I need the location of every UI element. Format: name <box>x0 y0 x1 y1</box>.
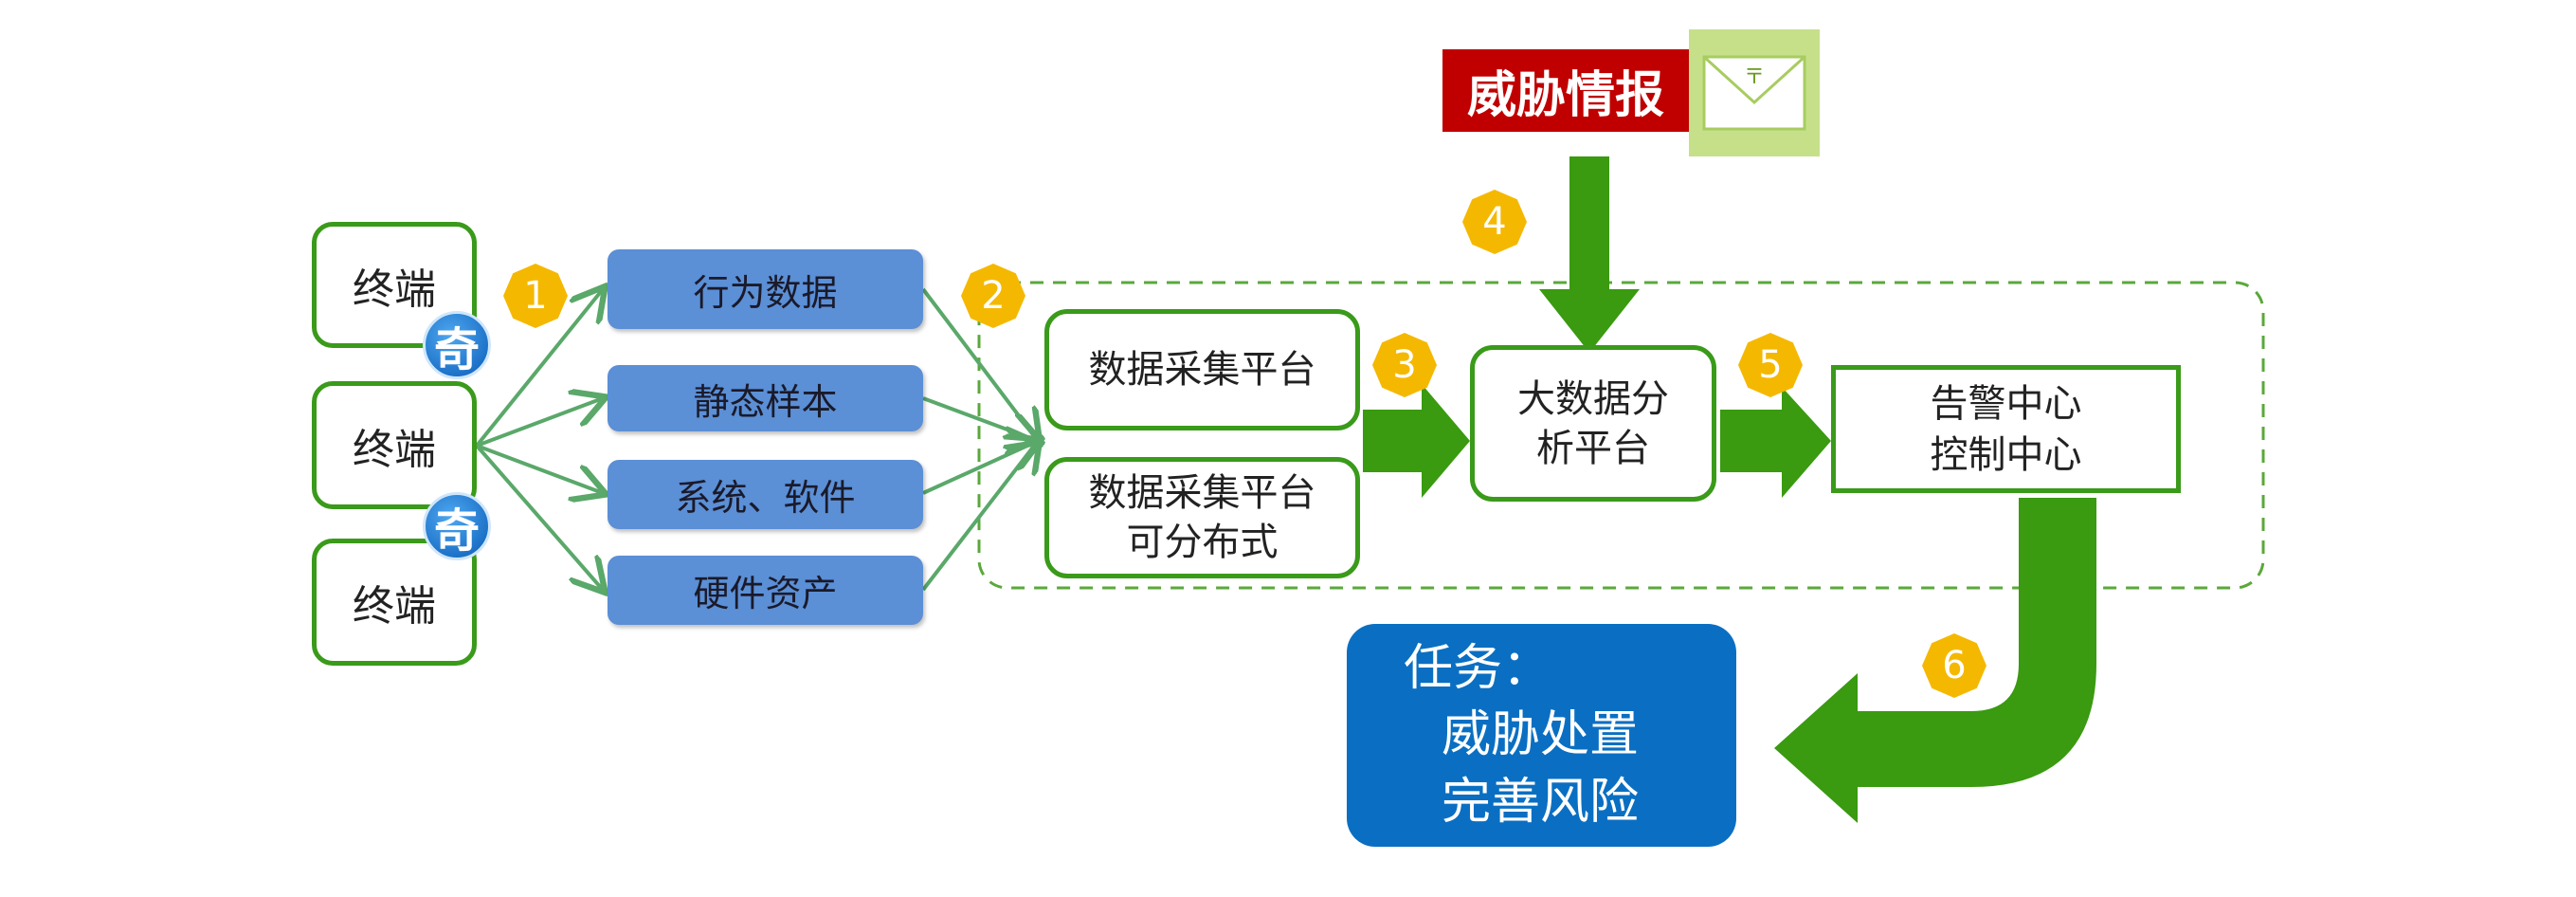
step-6-badge: 6 <box>1922 633 1986 698</box>
distributed-collection-platform: 数据采集平台可分布式 <box>1044 457 1360 578</box>
fan-out-arrows <box>475 289 1038 590</box>
arrow-4 <box>1539 156 1640 353</box>
step-3-badge: 3 <box>1372 333 1437 397</box>
label-line1: 告警中心 <box>1930 381 2082 426</box>
alert-control-center: 告警中心控制中心 <box>1831 365 2181 493</box>
data-type-behavior: 行为数据 <box>608 249 923 329</box>
task-box: 任务： 威胁处置 完善风险 <box>1347 624 1736 847</box>
arrow-3 <box>1363 384 1470 498</box>
task-line2: 完善风险 <box>1442 773 1640 831</box>
arrow-6 <box>1774 498 2096 823</box>
collection-platform-label: 数据采集平台 <box>1088 348 1316 392</box>
terminal-box: 终端 <box>312 539 477 666</box>
data-type-software: 系统、软件 <box>608 460 923 529</box>
big-data-analysis-platform: 大数据分析平台 <box>1470 345 1716 502</box>
step-1-badge: 1 <box>503 264 568 328</box>
label-line1: 大数据分 <box>1517 376 1669 421</box>
step-2-badge: 2 <box>961 264 1025 328</box>
step-5-badge: 5 <box>1738 333 1803 397</box>
qihoo-badge-icon: 奇 <box>423 492 491 560</box>
arrow-5 <box>1720 387 1831 498</box>
qihoo-badge-icon: 奇 <box>423 311 491 379</box>
label-line2: 析平台 <box>1536 426 1650 470</box>
terminal-box: 终端 <box>312 381 477 509</box>
svg-text:〒: 〒 <box>1744 65 1765 89</box>
task-line1: 威胁处置 <box>1442 706 1640 764</box>
data-type-hardware: 硬件资产 <box>608 556 923 625</box>
collection-platform: 数据采集平台 <box>1044 309 1360 430</box>
envelope-icon: 〒 <box>1689 29 1820 156</box>
data-type-samples: 静态样本 <box>608 365 923 431</box>
task-title: 任务： <box>1404 640 1552 698</box>
label-line2: 可分布式 <box>1126 521 1279 564</box>
threat-intel-label: 威胁情报 <box>1442 49 1689 132</box>
step-4-badge: 4 <box>1462 190 1527 254</box>
platform-group-border <box>977 281 2265 590</box>
label-line1: 数据采集平台 <box>1088 471 1316 515</box>
label-line2: 控制中心 <box>1930 432 2082 477</box>
